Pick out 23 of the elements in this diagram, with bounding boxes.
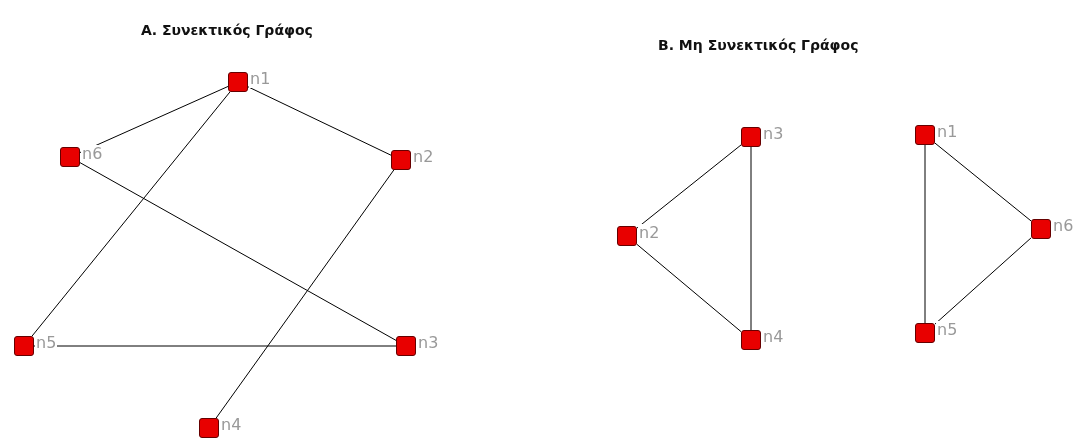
edge-line: [934, 142, 1032, 222]
node-square: [915, 125, 935, 145]
edge-line: [924, 144, 926, 324]
node-square: [14, 336, 34, 356]
node-square: [1031, 219, 1051, 239]
node-square: [396, 336, 416, 356]
graph-heading: Α. Συνεκτικός Γράφος: [141, 22, 313, 38]
node-square: [617, 226, 637, 246]
node-square: [741, 127, 761, 147]
graph-heading: Β. Μη Συνεκτικός Γράφος: [658, 37, 859, 53]
node-label: n1: [249, 70, 272, 88]
edge-line: [31, 91, 231, 337]
edge-line: [79, 162, 397, 341]
edge-line: [215, 169, 395, 419]
node-square: [228, 72, 248, 92]
edge-line: [636, 243, 742, 333]
node-square: [915, 323, 935, 343]
node-square: [741, 330, 761, 350]
node-square: [391, 150, 411, 170]
node-label: n6: [81, 145, 104, 163]
edge-line: [750, 146, 752, 331]
node-square: [199, 418, 219, 438]
node-square: [60, 147, 80, 167]
